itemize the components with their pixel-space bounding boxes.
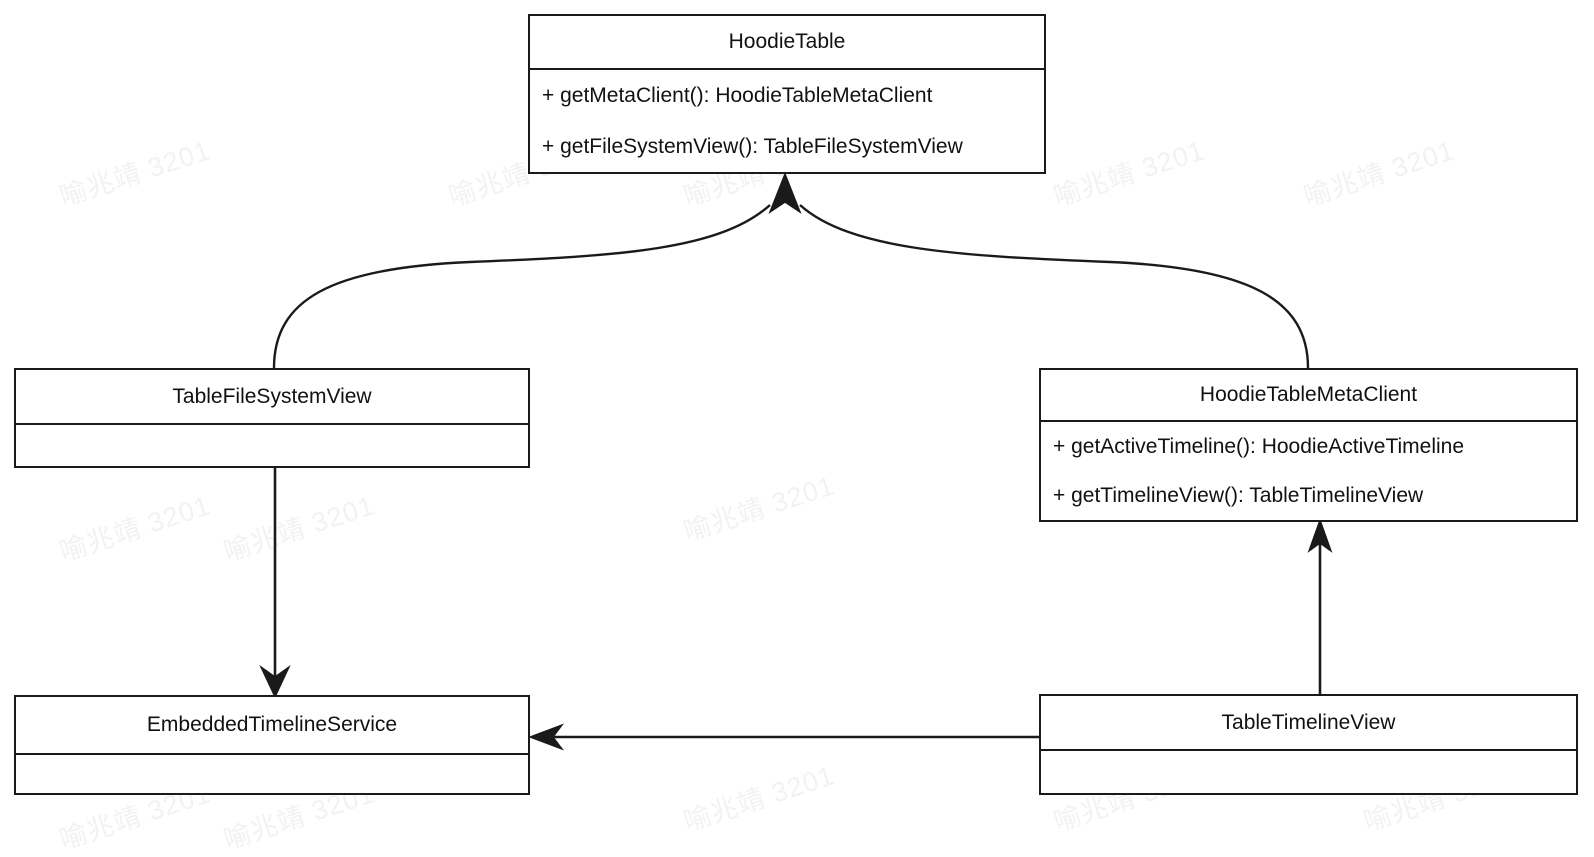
connector-tfsv-to-embedded-timeline-service [259,468,291,699]
class-box-hoodie-table[interactable]: HoodieTable + getMetaClient(): HoodieTab… [528,14,1046,174]
class-name-table-file-system-view: TableFileSystemView [16,370,528,425]
class-box-embedded-timeline-service[interactable]: EmbeddedTimelineService [14,695,530,795]
connector-ttv-to-embedded-timeline-service [528,723,1039,751]
class-box-table-timeline-view[interactable]: TableTimelineView [1039,694,1578,795]
arrowhead-into-hoodie-table [768,171,802,214]
class-members-table-timeline-view [1041,751,1576,793]
class-member: + getActiveTimeline(): HoodieActiveTimel… [1053,434,1465,458]
connector-htmc-to-hoodietable [799,204,1310,369]
watermark-label: 喻兆靖 3201 [680,760,839,838]
class-box-hoodie-table-meta-client[interactable]: HoodieTableMetaClient + getActiveTimelin… [1039,368,1578,522]
connector-ttv-to-hoodie-table-meta-client [1307,517,1333,694]
class-member: + getFileSystemView(): TableFileSystemVi… [542,134,963,158]
class-name-table-timeline-view: TableTimelineView [1041,696,1576,751]
connector-tfsv-to-hoodietable [272,204,771,369]
class-name-embedded-timeline-service: EmbeddedTimelineService [16,697,528,755]
watermark-label: 喻兆靖 3201 [56,490,215,568]
class-members-hoodie-table-meta-client: + getActiveTimeline(): HoodieActiveTimel… [1041,422,1576,520]
watermark-label: 喻兆靖 3201 [220,490,379,568]
class-name-hoodie-table: HoodieTable [530,16,1044,70]
class-members-table-file-system-view [16,425,528,466]
watermark-label: 喻兆靖 3201 [1050,135,1209,213]
class-name-hoodie-table-meta-client: HoodieTableMetaClient [1041,370,1576,422]
class-box-table-file-system-view[interactable]: TableFileSystemView [14,368,530,468]
class-member: + getMetaClient(): HoodieTableMetaClient [542,83,933,107]
class-member: + getTimelineView(): TableTimelineView [1053,483,1424,507]
class-members-embedded-timeline-service [16,755,528,793]
watermark-label: 喻兆靖 3201 [680,470,839,548]
watermark-label: 喻兆靖 3201 [1300,135,1459,213]
class-members-hoodie-table: + getMetaClient(): HoodieTableMetaClient… [530,70,1044,172]
watermark-label: 喻兆靖 3201 [56,135,215,213]
